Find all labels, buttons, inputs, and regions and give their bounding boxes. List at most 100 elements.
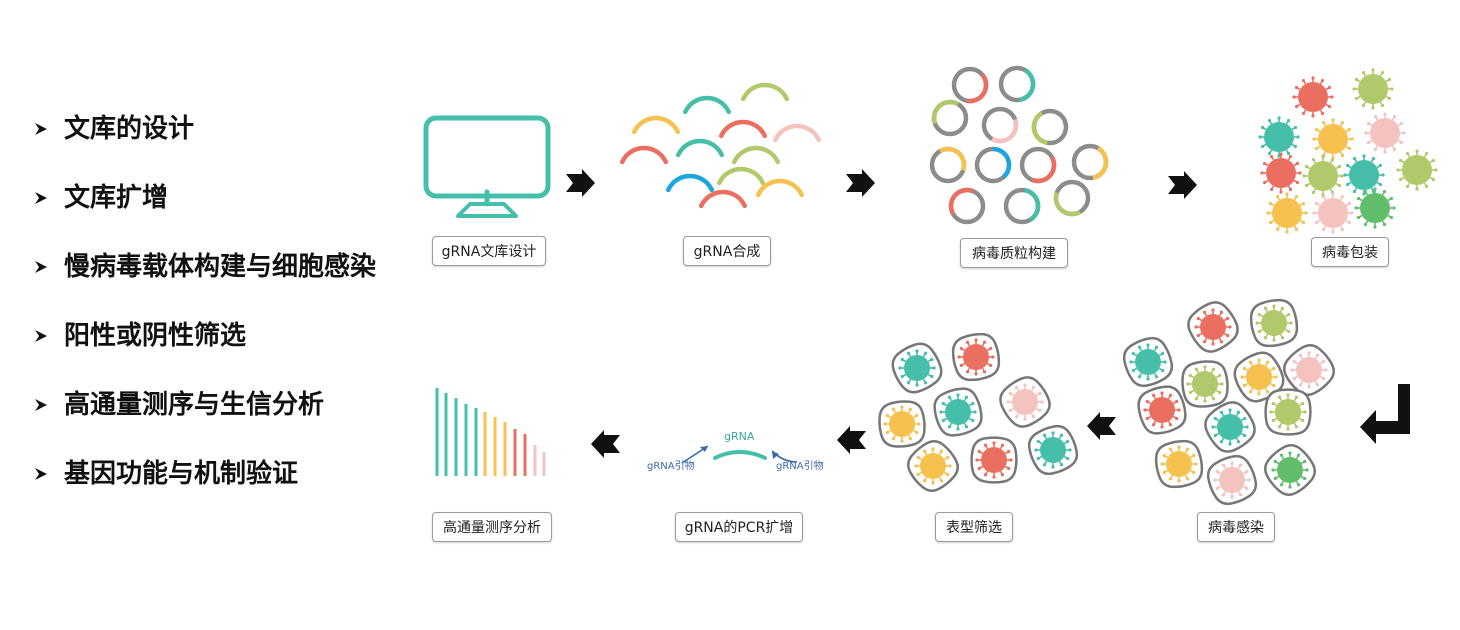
step-virus-packaging: 病毒包装 — [1311, 237, 1389, 267]
infected-cell — [1283, 344, 1335, 396]
virus-particle — [1143, 391, 1181, 429]
plasmid-ring — [948, 187, 986, 225]
arrowhead-bullet-icon — [35, 468, 47, 480]
virus-particle — [1194, 308, 1232, 346]
virus-particle — [1255, 304, 1293, 342]
plasmid-ring — [1053, 179, 1091, 217]
infected-cell — [1264, 388, 1312, 436]
plasmid-ring — [951, 66, 989, 104]
sequencing-bar — [435, 388, 439, 476]
sequencing-bar — [542, 452, 546, 476]
grna-fragment — [698, 189, 748, 209]
infected-cell — [1187, 301, 1239, 353]
flow-arrow-icon — [846, 169, 875, 197]
plasmid-rings — [929, 65, 1109, 225]
virus-particle — [1312, 192, 1354, 234]
plasmid-ring — [1019, 146, 1057, 184]
virus-particle — [1211, 408, 1249, 446]
grna-fragment — [665, 173, 715, 193]
virus-particle — [957, 338, 995, 376]
virus-particle — [1129, 343, 1167, 381]
virus-particle — [883, 405, 921, 443]
bullet-text: 文库扩增 — [64, 183, 169, 213]
plasmid-ring — [931, 99, 969, 137]
grna-fragment — [675, 138, 725, 158]
arrowhead-bullet-icon — [35, 192, 47, 204]
arrowhead-bullet-icon — [35, 123, 47, 135]
arrowhead-bullet-icon — [35, 261, 47, 273]
step-phenotype-screening: 表型筛选 — [935, 512, 1013, 542]
flow-arrow-icon — [566, 169, 595, 197]
infected-cell — [1154, 439, 1204, 489]
sequencing-bar — [513, 429, 517, 476]
grna-fragment — [682, 95, 732, 115]
infected-cell — [1249, 298, 1299, 348]
monitor-icon — [423, 115, 551, 218]
return-arrow-icon — [1360, 384, 1410, 444]
infected-cell — [1027, 424, 1079, 476]
infected-cells — [1122, 298, 1335, 506]
pcr-amplification-icon — [681, 445, 798, 464]
infected-cell — [999, 376, 1051, 428]
step-grna-synthesis: gRNA合成 — [683, 236, 771, 266]
virus-particle — [1271, 451, 1309, 489]
bullet-item: 阳性或阴性筛选 — [34, 319, 376, 388]
sequencing-bar — [523, 434, 527, 476]
step-virus-infection: 病毒感染 — [1197, 512, 1275, 542]
bullet-text: 基因功能与机制验证 — [64, 459, 299, 489]
virus-particle — [1258, 116, 1300, 158]
virus-particle — [1396, 149, 1438, 191]
plasmid-ring — [981, 106, 1019, 144]
arrowhead-bullet-icon — [35, 399, 47, 411]
grna-fragment — [631, 115, 681, 135]
infected-cell — [1122, 336, 1174, 388]
flow-arrow-icon — [837, 426, 866, 454]
bullet-item: 文库的设计 — [34, 112, 376, 181]
virus-particle — [1160, 445, 1198, 483]
step-library-design: gRNA文库设计 — [432, 236, 546, 266]
bullet-text: 文库的设计 — [64, 114, 195, 144]
grna-fragment — [716, 166, 766, 186]
flow-arrow-icon — [591, 430, 620, 458]
grna-fragment — [731, 145, 781, 165]
infected-cell — [1137, 385, 1187, 435]
sequencing-bar — [493, 417, 497, 476]
sequencing-bar — [444, 393, 448, 476]
virus-particle — [1260, 152, 1302, 194]
infected-cell — [878, 400, 926, 448]
grna-fragment — [755, 178, 805, 198]
virus-particle — [1292, 76, 1334, 118]
virus-particle — [914, 447, 952, 485]
bullet-list: 文库的设计 文库扩增 慢病毒载体构建与细胞感染 阳性或阴性筛选 高通量测序与生信… — [34, 112, 376, 526]
virus-particles — [1258, 68, 1438, 234]
infected-cell — [970, 436, 1018, 484]
virus-particle — [1213, 461, 1251, 499]
sequencing-bar — [474, 408, 478, 476]
step-plasmid-construction: 病毒质粒构建 — [960, 238, 1068, 268]
plasmid-ring — [974, 146, 1012, 184]
virus-particle — [1352, 68, 1394, 110]
grna-fragments — [619, 82, 822, 209]
infected-cell — [1264, 444, 1316, 496]
bullet-text: 阳性或阴性筛选 — [64, 321, 247, 351]
flow-arrow-icon — [1168, 171, 1197, 199]
step-sequencing-analysis: 高通量测序分析 — [432, 512, 552, 542]
virus-particle — [1186, 365, 1224, 403]
bullet-text: 高通量测序与生信分析 — [64, 390, 325, 420]
plasmid-ring — [1003, 187, 1041, 225]
plasmid-ring — [1031, 108, 1069, 146]
sequencing-bar — [483, 412, 487, 476]
bullet-item: 高通量测序与生信分析 — [34, 388, 376, 457]
screened-cells — [878, 332, 1079, 492]
infected-cell — [907, 440, 959, 492]
grna-fragment — [772, 123, 822, 143]
bullet-item: 基因功能与机制验证 — [34, 457, 376, 526]
infected-cell — [933, 387, 983, 437]
plasmid-ring — [998, 65, 1036, 103]
sequencing-bar — [533, 445, 537, 476]
plasmid-ring — [1071, 143, 1109, 181]
infected-cell — [1233, 351, 1285, 403]
virus-particle — [898, 349, 936, 387]
primer-label-right: gRNA引物 — [776, 461, 824, 472]
